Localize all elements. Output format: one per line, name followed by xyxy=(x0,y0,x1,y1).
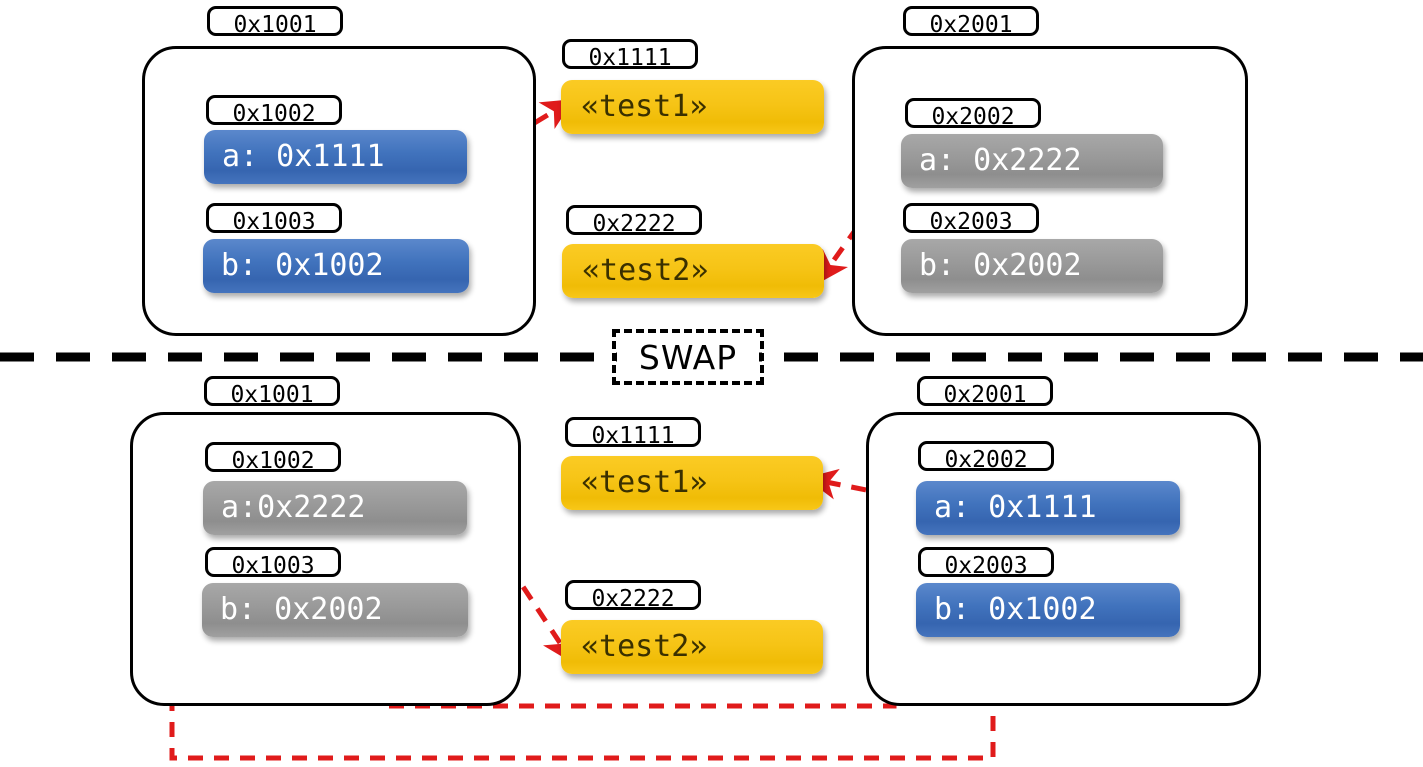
before-right-frame-address: 0x2001 xyxy=(903,6,1039,38)
before-string0-value: «test1» xyxy=(561,80,824,134)
before-string0-address: 0x1111 xyxy=(562,39,698,71)
swap-badge: SWAP xyxy=(612,329,764,385)
after-left-slot1-address: 0x1003 xyxy=(205,547,341,579)
before-right-slot0-value: a: 0x2222 xyxy=(901,134,1163,188)
after-string1-address: 0x2222 xyxy=(565,580,701,612)
swap-badge-border xyxy=(612,329,764,385)
before-left-slot0-value: a: 0x1111 xyxy=(204,130,467,184)
after-string1-value: «test2» xyxy=(561,620,823,674)
after-left-slot1-value: b: 0x2002 xyxy=(202,583,468,637)
arrow-before-left-a-to-test1 xyxy=(466,99,574,166)
before-left-slot0-address: 0x1002 xyxy=(206,95,342,127)
after-left-frame-address: 0x1001 xyxy=(204,376,340,408)
before-string1-address: 0x2222 xyxy=(566,205,702,237)
after-right-slot0-value: a: 0x1111 xyxy=(916,481,1180,535)
before-left-slot1-address: 0x1003 xyxy=(206,203,342,235)
before-string1-value: «test2» xyxy=(562,244,824,298)
after-string0-value: «test1» xyxy=(561,456,823,510)
before-left-frame-address: 0x1001 xyxy=(207,6,343,38)
before-right-slot0-address: 0x2002 xyxy=(905,98,1041,130)
before-right-slot1-address: 0x2003 xyxy=(903,203,1039,235)
before-left-slot1-value: b: 0x1002 xyxy=(203,239,469,293)
after-left-slot0-value: a:0x2222 xyxy=(203,481,467,535)
after-left-slot0-address: 0x1002 xyxy=(205,442,341,474)
after-right-frame-address: 0x2001 xyxy=(917,376,1053,408)
after-string0-address: 0x1111 xyxy=(565,417,701,449)
before-right-slot1-value: b: 0x2002 xyxy=(901,239,1163,293)
after-right-slot1-address: 0x2003 xyxy=(918,547,1054,579)
after-right-slot1-value: b: 0x1002 xyxy=(916,583,1180,637)
after-right-slot0-address: 0x2002 xyxy=(918,441,1054,473)
